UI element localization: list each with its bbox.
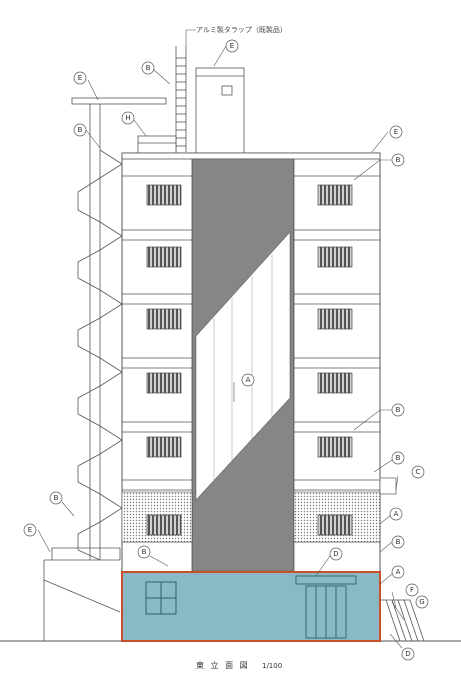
svg-text:B: B xyxy=(142,548,147,556)
marker-b-roof-right: B xyxy=(391,153,405,167)
right-balconette xyxy=(379,477,397,495)
marker-a-right: A xyxy=(389,507,403,521)
ground-floor-highlight xyxy=(121,571,381,642)
marker-b-stair-top: B xyxy=(73,123,87,137)
svg-text:E: E xyxy=(78,74,82,82)
svg-text:B: B xyxy=(54,494,59,502)
roof-parapet xyxy=(137,135,177,155)
svg-text:B: B xyxy=(78,126,83,134)
aluminium-ladder xyxy=(175,46,187,152)
svg-text:B: B xyxy=(396,538,401,546)
svg-text:D: D xyxy=(405,650,410,658)
svg-text:F: F xyxy=(410,586,414,594)
marker-b-ladder: B xyxy=(141,61,155,75)
svg-text:B: B xyxy=(396,156,401,164)
windows-left xyxy=(146,184,182,536)
svg-text:B: B xyxy=(396,454,401,462)
svg-text:A: A xyxy=(394,510,399,518)
marker-b-right-2: B xyxy=(391,451,405,465)
svg-text:E: E xyxy=(394,128,398,136)
marker-e-top: E xyxy=(225,39,239,53)
svg-text:G: G xyxy=(419,598,424,606)
marker-b-ground-left: B xyxy=(137,545,151,559)
marker-g: G xyxy=(415,595,429,609)
svg-text:E: E xyxy=(230,42,234,50)
svg-text:C: C xyxy=(416,468,421,476)
entrance-steps xyxy=(380,599,425,642)
ground-floor-left-window xyxy=(145,581,177,615)
core-glazing xyxy=(195,231,291,501)
core-mullions xyxy=(213,254,273,482)
marker-c: C xyxy=(411,465,425,479)
marker-h: H xyxy=(121,111,135,125)
marker-d-bottom: D xyxy=(401,647,415,661)
svg-text:B: B xyxy=(146,64,151,72)
svg-text:E: E xyxy=(28,526,32,534)
drawing-scale: 1/100 xyxy=(262,662,282,670)
svg-text:B: B xyxy=(396,406,401,414)
svg-text:A: A xyxy=(246,376,251,384)
svg-text:A: A xyxy=(396,568,401,576)
marker-b-stair-lower: B xyxy=(49,491,63,505)
svg-text:H: H xyxy=(125,114,130,122)
windows-right xyxy=(317,184,353,536)
svg-text:D: D xyxy=(333,550,338,558)
marker-b-right-mid: B xyxy=(391,403,405,417)
external-staircase xyxy=(43,97,167,641)
marker-f: F xyxy=(405,583,419,597)
marker-e-canopy: E xyxy=(73,71,87,85)
marker-e-roof-right: E xyxy=(389,125,403,139)
ground-floor-entrance xyxy=(295,575,357,639)
marker-a-ground: A xyxy=(391,565,405,579)
marker-e-stair-bottom: E xyxy=(23,523,37,537)
ladder-callout: アルミ製タラップ（既製品） xyxy=(196,25,287,34)
drawing-title: 東 立 面 図 xyxy=(196,660,250,670)
marker-a-core: A xyxy=(241,373,255,387)
leader-lines xyxy=(37,29,405,649)
rooftop-penthouse xyxy=(195,67,245,155)
marker-b-right-lower: B xyxy=(391,535,405,549)
marker-d-entrance: D xyxy=(329,547,343,561)
